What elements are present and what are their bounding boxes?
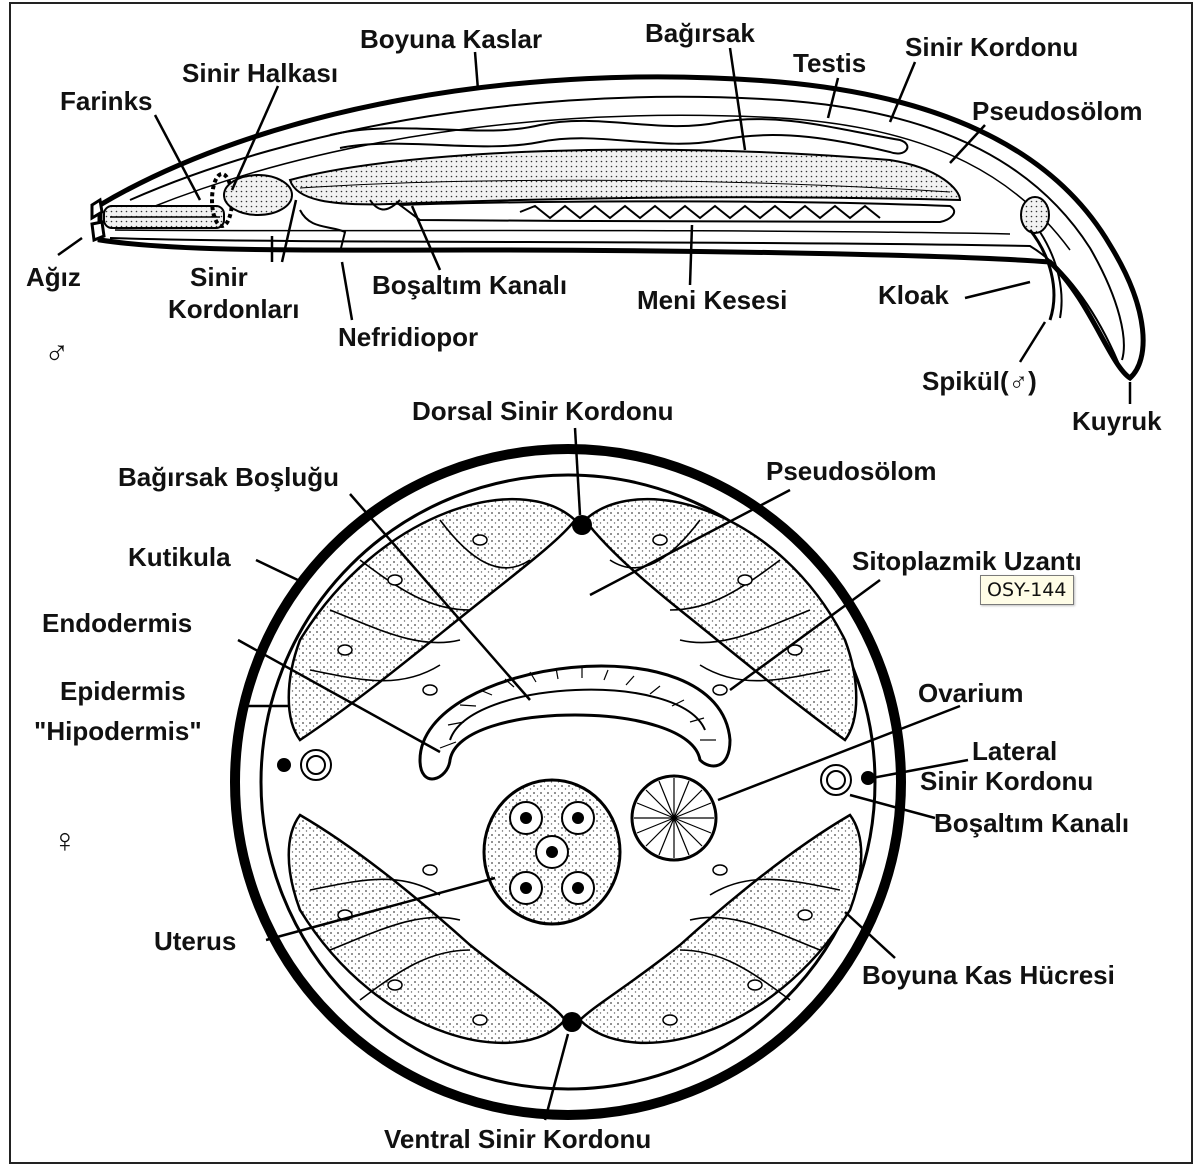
label-endodermis: Endodermis [42,608,192,638]
label-sinir-kordonlari-2: Kordonları [168,294,299,324]
label-farinks: Farinks [60,86,153,116]
hover-tooltip: OSY-144 [980,575,1074,605]
label-kutikula: Kutikula [128,542,231,572]
label-sinir-kordonu: Sinir Kordonu [905,32,1078,62]
label-boyuna-kas-hucresi: Boyuna Kas Hücresi [862,960,1115,990]
label-kloak: Kloak [878,280,949,310]
label-spikul: Spikül(♂) [922,366,1037,396]
label-bagirsak-boslugu: Bağırsak Boşluğu [118,462,339,492]
label-bosaltim-kanali-female: Boşaltım Kanalı [934,808,1129,838]
label-nefridiopor: Nefridiopor [338,322,478,352]
label-pseudosolom-female: Pseudosölom [766,456,936,486]
label-bosaltim-kanali-male: Boşaltım Kanalı [372,270,567,300]
label-bagirsak: Bağırsak [645,18,755,48]
female-cross-section-illustration [235,449,901,1115]
label-ventral-sinir-kordonu: Ventral Sinir Kordonu [384,1124,651,1154]
label-testis: Testis [793,48,866,78]
label-dorsal-sinir-kordonu: Dorsal Sinir Kordonu [412,396,673,426]
label-sinir-halkasi: Sinir Halkası [182,58,338,88]
label-hipodermis: "Hipodermis" [34,716,202,746]
label-uterus: Uterus [154,926,236,956]
label-kuyruk: Kuyruk [1072,406,1162,436]
label-lateral-2: Sinir Kordonu [920,766,1093,796]
label-epidermis: Epidermis [60,676,186,706]
label-agiz: Ağız [26,262,81,292]
label-lateral-1: Lateral [972,736,1057,766]
male-symbol: ♂ [44,333,70,371]
label-meni-kesesi: Meni Kesesi [637,285,787,315]
female-symbol: ♀ [52,822,78,860]
label-ovarium: Ovarium [918,678,1024,708]
label-sitoplazmik-uzanti: Sitoplazmik Uzantı [852,546,1082,576]
label-sinir-kordonlari-1: Sinir [190,262,248,292]
label-boyuna-kaslar: Boyuna Kaslar [360,24,542,54]
label-pseudosolom-male: Pseudosölom [972,96,1142,126]
